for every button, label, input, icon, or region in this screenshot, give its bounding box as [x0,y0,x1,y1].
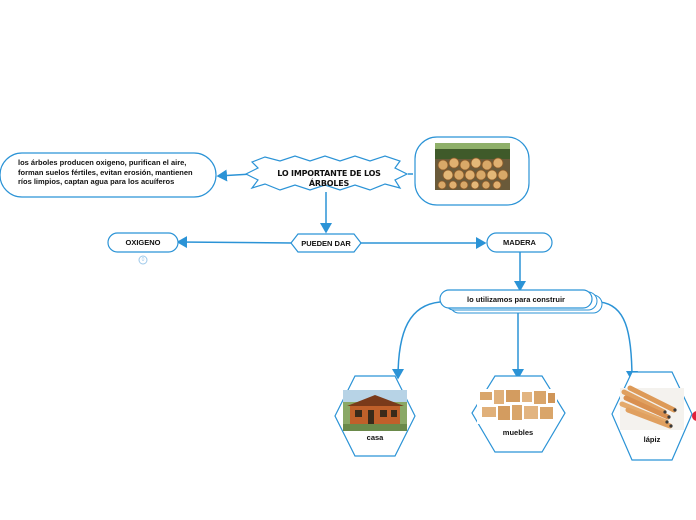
madera-shape[interactable] [486,232,553,253]
lapiz-label: lápiz [643,435,661,444]
wooden-house-image [343,390,407,431]
connector-uso-lapiz [599,301,638,382]
description-bubble[interactable] [0,152,217,198]
central-topic-label: LO IMPORTANTE DE LOS ÁRBOLES [277,169,381,188]
oxigeno-count-badge[interactable] [138,255,148,265]
description-text: los árboles producen oxigeno, purifican … [18,158,193,187]
uso-shape[interactable] [439,289,593,309]
casa-label: casa [366,433,384,442]
connectors [176,169,638,382]
oxigeno-shape[interactable] [107,232,179,253]
accent-dot[interactable] [692,411,696,421]
madera-label: MADERA [503,238,536,247]
furniture-image [477,389,557,424]
oxigeno-count-badge-label: 0 [141,256,145,263]
muebles-label: muebles [502,428,534,437]
oxigeno-label: OXIGENO [125,238,161,247]
connector-uso-casa [392,301,441,380]
pencils-image [619,385,684,430]
uso-label: lo utilizamos para construir [467,295,565,304]
connector-pueden-oxigeno [176,236,293,249]
log-pile-image [435,143,510,190]
pueden-dar-shape[interactable] [290,233,362,253]
pueden-dar-label: PUEDEN DAR [301,239,351,248]
central-topic-shape[interactable] [244,155,409,191]
